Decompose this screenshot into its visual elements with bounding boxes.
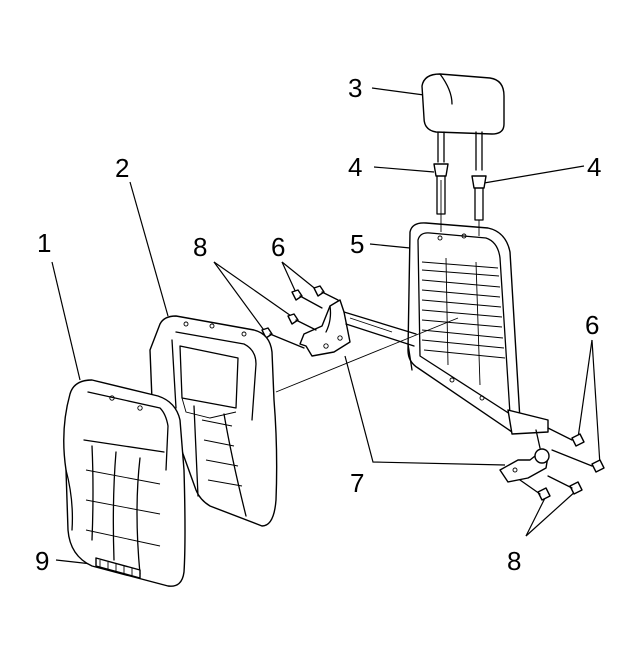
callout-6-upper: 6: [271, 232, 286, 262]
seat-back-cover: [63, 379, 186, 587]
bolt-6-lower-b: [551, 449, 605, 473]
leader-8b-l: [525, 497, 546, 537]
leader-6a-l: [281, 261, 298, 296]
callout-4-right: 4: [587, 152, 602, 182]
leader-5: [369, 243, 411, 249]
leader-8a-r: [213, 261, 295, 319]
leader-6a-r: [281, 261, 319, 292]
leader-6b-l: [577, 339, 593, 439]
leader-2: [129, 181, 169, 317]
callout-8-lower: 8: [507, 546, 522, 576]
leader-8b-r: [525, 489, 578, 537]
upper-bracket: [299, 299, 417, 357]
leader-7: [344, 355, 506, 466]
callout-4-left: 4: [348, 152, 363, 182]
callout-5: 5: [350, 229, 365, 259]
callout-1: 1: [37, 228, 52, 258]
headrest-guide-left: [433, 163, 449, 232]
leader-8a-l: [213, 261, 267, 334]
callout-7: 7: [350, 468, 365, 498]
bolt-6-lower-a: [547, 427, 585, 447]
bolt-8-lower-a: [519, 479, 551, 501]
assembly-line-lower: [349, 317, 393, 333]
frame-slats: [421, 257, 506, 386]
callout-6-lower: 6: [585, 310, 600, 340]
headrest: [421, 73, 505, 171]
lower-hinge: [499, 429, 550, 483]
leader-4a: [373, 166, 435, 173]
bolt-8-lower-b: [547, 475, 583, 495]
bolt-6-upper-b: [313, 285, 339, 301]
headrest-guide-right: [471, 175, 487, 236]
bolt-8-upper-b: [287, 313, 317, 331]
callout-2: 2: [115, 153, 130, 183]
seat-back-frame: [407, 222, 549, 435]
callout-3: 3: [348, 73, 363, 103]
leader-6b-r: [591, 339, 601, 466]
assembly-line-upper: [275, 317, 459, 393]
leader-3: [371, 87, 425, 96]
callout-9: 9: [35, 546, 50, 576]
bolt-6-upper-a: [291, 289, 323, 309]
leader-lines: [51, 87, 601, 567]
callout-8-upper: 8: [193, 232, 208, 262]
leader-4b: [483, 165, 585, 184]
cover-retainer-strip: [95, 557, 141, 579]
leader-1: [51, 261, 81, 381]
